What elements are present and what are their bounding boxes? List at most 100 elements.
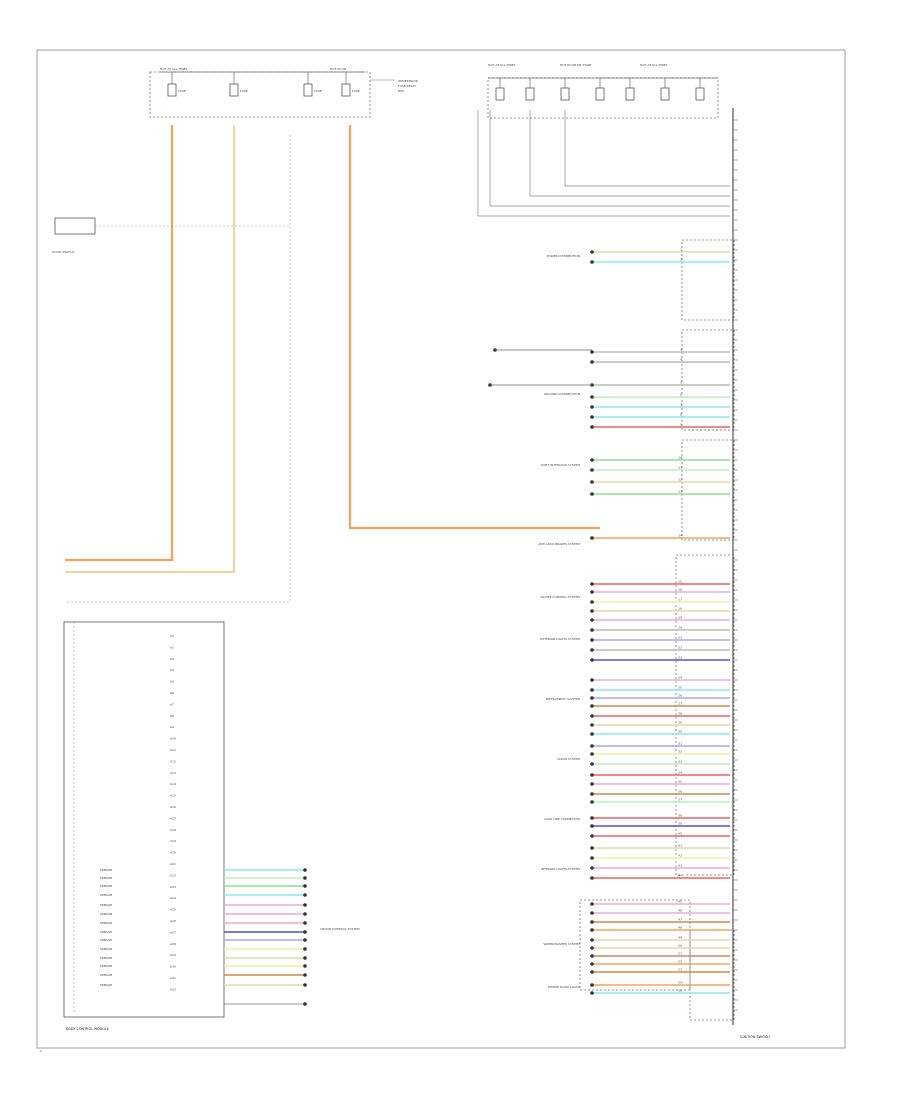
fuse-label-left-2: FUSE: [314, 89, 322, 93]
right-pin-number-36: 37: [678, 798, 682, 802]
left-pin-14: A15: [170, 794, 176, 798]
right-pin-number-24: 25: [678, 686, 682, 690]
wire-right-terminal-44: [590, 902, 594, 906]
right-pin-number-41: 42: [678, 854, 682, 858]
left-pin-10: A11: [170, 748, 176, 752]
right-pin-number-27: 28: [678, 712, 682, 716]
left-pin-11: A12: [170, 759, 176, 763]
fuse-box-right-5: [660, 87, 670, 101]
right-pin-number-0: 1: [680, 248, 682, 252]
wire-right-terminal-39: [590, 834, 594, 838]
fuse-callout-1: UNDERHOOD: [398, 79, 419, 83]
left-pin-22: A23: [170, 885, 176, 889]
wire-right-terminal-10: [590, 468, 594, 472]
left-pin-28: A29: [170, 953, 176, 957]
wire-right-terminal-53: [590, 983, 594, 987]
fuse-box-right-6: [695, 87, 705, 101]
left-wire-label-12: SENSOR: [100, 973, 112, 977]
wire-right-terminal-0: [590, 250, 594, 254]
right-pin-number-34: 35: [678, 780, 682, 784]
wire-right-terminal-36: [590, 800, 594, 804]
fuse-header-2: HOT IN ON: [330, 67, 346, 71]
right-pin-number-43: 44: [678, 874, 682, 878]
left-pin-5: A6: [170, 691, 174, 695]
wire-right-terminal-31: [590, 752, 594, 756]
right-system-label-1: GROUND DISTRIBUTION: [544, 392, 580, 396]
right-pin-number-51: 52: [678, 960, 682, 964]
right-pin-number-40: 41: [678, 844, 682, 848]
right-pin-number-45: 46: [678, 909, 682, 913]
wire-right-terminal-45: [590, 911, 594, 915]
wire-right-terminal-6: [590, 405, 594, 409]
fuse-box-left-1: [229, 83, 239, 97]
wire-right-terminal-41: [590, 856, 594, 860]
right-pin-number-25: 26: [678, 694, 682, 698]
left-wire-label-7: SENSOR: [100, 930, 112, 934]
wire-right-terminal-52: [590, 970, 594, 974]
connector-right-block-6: [689, 929, 735, 1021]
left-wire-label-3: SENSOR: [100, 893, 112, 897]
wire-right-terminal-8: [590, 425, 594, 429]
wire-right-terminal-25: [590, 696, 594, 700]
right-pin-number-18: 19: [678, 616, 682, 620]
right-pin-number-14: 15: [678, 580, 682, 584]
right-pin-number-37: 38: [678, 814, 682, 818]
wire-left-terminal-9: [303, 947, 307, 951]
left-pin-23: A24: [170, 896, 176, 900]
wire-right-terminal-9: [590, 458, 594, 462]
left-wire-label-1: SENSOR: [100, 876, 112, 880]
left-wire-label-11: SENSOR: [100, 964, 112, 968]
left-wire-label-8: SENSOR: [100, 938, 112, 942]
right-pin-number-29: 30: [678, 730, 682, 734]
hood-switch-label: HOOD SWITCH: [52, 250, 74, 254]
right-pin-number-48: 49: [678, 936, 682, 940]
fuse-label-left-0: FUSE: [178, 89, 186, 93]
wire-right-terminal-16: [590, 600, 594, 604]
fuse-box-left-3: [341, 83, 351, 97]
wire-right-terminal-15: [590, 590, 594, 594]
wire-right-terminal-18: [590, 618, 594, 622]
wire-right-terminal-30: [590, 744, 594, 748]
right-pin-number-13: 14: [678, 534, 682, 538]
right-pin-number-22: 23: [678, 656, 682, 660]
fuse-header-3: HOT AT ALL TIMES: [488, 63, 516, 67]
right-system-label-7: AUDIO SYSTEM: [557, 757, 580, 761]
right-pin-number-2: 3: [680, 348, 682, 352]
wire-left-terminal-2: [303, 884, 307, 888]
wire-right-terminal-51: [590, 962, 594, 966]
right-system-label-6: INSTRUMENT CLUSTER: [546, 697, 580, 701]
wire-right-terminal-2: [590, 350, 594, 354]
wire-orange-center: [348, 125, 600, 530]
corner-label: A: [40, 1049, 43, 1053]
wire-gray-left-3: [65, 135, 291, 603]
left-wire-label-5: SENSOR: [100, 912, 112, 916]
right-system-label-5: EXTERIOR LIGHTS SYSTEM: [540, 637, 580, 641]
left-pin-21: A22: [170, 873, 176, 877]
fuse-box-right-3: [595, 87, 605, 101]
left-wire-label-4: SENSOR: [100, 903, 112, 907]
right-pin-number-42: 43: [678, 864, 682, 868]
left-wire-label-13: SENSOR: [100, 983, 112, 987]
right-pin-number-16: 17: [678, 598, 682, 602]
wire-right-terminal-17: [590, 609, 594, 613]
wire-right-terminal-48: [590, 938, 594, 942]
left-wire-label-2: SENSOR: [100, 884, 112, 888]
right-pin-number-38: 39: [678, 822, 682, 826]
wire-right-terminal-7: [590, 415, 594, 419]
right-pin-number-44: 45: [678, 900, 682, 904]
wire-right-terminal-35: [590, 792, 594, 796]
left-pin-26: A27: [170, 930, 176, 934]
left-pin-1: A2: [170, 645, 174, 649]
wire-right-terminal-27: [590, 714, 594, 718]
right-pin-number-17: 18: [678, 607, 682, 611]
wire-right-terminal-54: [590, 991, 594, 995]
wire-right-terminal-38: [590, 824, 594, 828]
wire-left-terminal-1: [303, 876, 307, 880]
right-pin-number-28: 29: [678, 721, 682, 725]
wire-left-terminal-12: [303, 973, 307, 977]
wire-right-terminal-40: [590, 846, 594, 850]
right-system-label-2: SHIFT INTERLOCK SYSTEM: [541, 463, 581, 467]
left-pin-8: A9: [170, 725, 174, 729]
right-system-label-11: POWER DOOR LOCKS: [548, 985, 580, 989]
